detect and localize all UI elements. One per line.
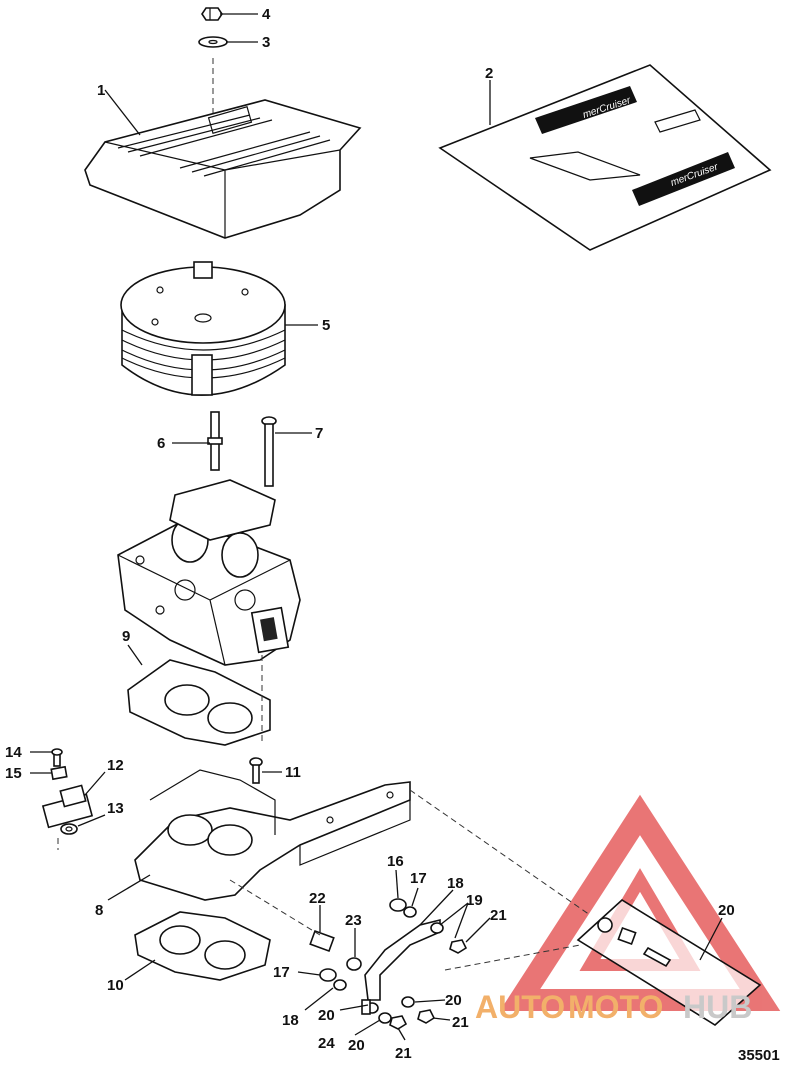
part-1-cover — [84, 99, 362, 239]
callout-labels: 4 3 1 2 5 6 7 9 11 14 15 12 13 8 10 22 2… — [5, 6, 780, 1064]
callout-17-lower: 17 — [273, 964, 290, 981]
callout-4: 4 — [262, 6, 271, 23]
part-20-washers — [365, 922, 444, 1024]
part-5-flame-arrestor — [120, 261, 286, 396]
throttle-body — [117, 479, 301, 666]
part-10-gasket — [134, 911, 271, 981]
part-9-gasket — [127, 659, 271, 746]
callout-20-bottom: 20 — [348, 1037, 365, 1054]
part-7-bolt — [261, 416, 277, 487]
callout-10: 10 — [107, 977, 124, 994]
part-22-fitting — [309, 929, 335, 953]
part-18-washers — [333, 906, 417, 991]
callout-21-upper: 21 — [490, 907, 507, 924]
callout-7: 7 — [315, 425, 323, 442]
callout-18-lower: 18 — [282, 1012, 299, 1029]
callout-16: 20 — [718, 902, 735, 919]
watermark-hub: HUB — [683, 989, 752, 1025]
part-15-clip — [50, 765, 68, 781]
callout-19: 18 — [447, 875, 464, 892]
part-16-hardware-kit — [576, 899, 762, 1026]
callout-3: 3 — [262, 34, 270, 51]
callout-11: 11 — [285, 764, 301, 781]
part-2-decal-sheet: merCruiser merCruiser — [438, 64, 772, 251]
part-17-bolts — [319, 898, 407, 982]
part-4-nut — [201, 7, 223, 21]
part-21-nuts — [389, 939, 468, 1030]
callout-20-right: 20 — [445, 992, 462, 1009]
callout-23: 23 — [345, 912, 362, 929]
watermark-moto: MOTO — [568, 989, 663, 1025]
callout-8: 8 — [95, 902, 103, 919]
watermark-auto: AUTO — [475, 989, 565, 1025]
part-3-washer — [198, 36, 228, 48]
part-11-bolt — [249, 757, 263, 784]
callout-20-upper: 19 — [466, 892, 483, 909]
callout-9: 9 — [122, 628, 130, 645]
callout-21-bottom: 21 — [395, 1045, 412, 1062]
part-13-o-ring — [60, 823, 78, 835]
callout-6: 6 — [157, 435, 165, 452]
part-6-stud — [207, 411, 223, 471]
callout-1: 1 — [97, 82, 105, 99]
drawing-number: 35501 — [738, 1047, 780, 1064]
part-19-throttle-link — [364, 918, 441, 1001]
callout-24: 24 — [318, 1035, 335, 1052]
callout-5: 5 — [322, 317, 330, 334]
part-23-washer — [346, 957, 362, 971]
watermark-text: AUTO MOTO HUB — [475, 989, 752, 1025]
part-24-stud — [361, 999, 371, 1015]
callout-15: 15 — [5, 765, 22, 782]
part-8-adapter-plate — [134, 769, 411, 901]
callout-18-upper: 17 — [410, 870, 427, 887]
leader-lines — [30, 13, 723, 1041]
callout-14: 14 — [5, 744, 22, 761]
callout-2: 2 — [485, 65, 493, 82]
part-14-screw — [51, 748, 63, 767]
callout-12: 12 — [107, 757, 124, 774]
part-12-sensor — [41, 784, 94, 829]
callout-22: 22 — [309, 890, 326, 907]
callout-21-right: 21 — [452, 1014, 469, 1031]
callout-13: 13 — [107, 800, 124, 817]
callout-20-left: 20 — [318, 1007, 335, 1024]
callout-17-upper: 16 — [387, 853, 404, 870]
